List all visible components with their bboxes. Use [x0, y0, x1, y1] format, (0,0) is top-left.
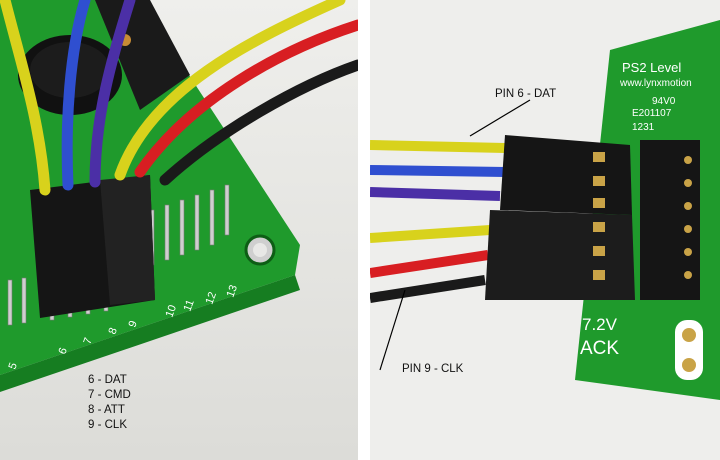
legend-line-9-clk: 9 - CLK	[88, 419, 127, 431]
pin-number-13: 13	[225, 283, 240, 299]
board-silkscreen: PS2 Level www.lynxmotion 94V0 E201107 12…	[580, 60, 692, 359]
right-photo: PS2 Level www.lynxmotion 94V0 E201107 12…	[370, 0, 720, 460]
pin-number-7: 7	[82, 336, 95, 346]
pin-number-8: 8	[107, 326, 120, 336]
board-code-94v0: 94V0	[652, 96, 676, 107]
pin-number-11: 11	[182, 298, 197, 313]
ack-pads	[675, 320, 703, 380]
board-label-ack: ACK	[580, 338, 619, 359]
pin-number-12: 12	[204, 290, 219, 306]
callout-pin9-label: PIN 9 - CLK	[402, 363, 464, 375]
wires	[0, 0, 358, 196]
legend-line-6-dat: 6 - DAT	[88, 374, 127, 386]
board-code-e201107: E201107	[632, 108, 672, 119]
wires	[370, 140, 506, 303]
connector-housing	[485, 135, 635, 300]
board-title: PS2 Level	[622, 60, 681, 75]
board-url: www.lynxmotion	[619, 78, 692, 89]
pin-number-10: 10	[164, 303, 179, 319]
board-label-voltage: 7.2V	[582, 315, 618, 334]
board-code-1231: 1231	[632, 122, 655, 133]
left-photo-scene: 5 6 7 8 9 10 11 12 13	[0, 0, 358, 460]
pin-number-6: 6	[57, 346, 70, 356]
legend-line-7-cmd: 7 - CMD	[88, 389, 131, 401]
board-header	[640, 140, 700, 300]
callout-line-top	[469, 99, 531, 137]
callout-line-bottom	[379, 289, 406, 371]
left-photo: 5 6 7 8 9 10 11 12 13 6 - DAT 7 - CMD 8 …	[0, 0, 358, 460]
legend-line-8-att: 8 - ATT	[88, 404, 125, 416]
pin-number-5: 5	[7, 361, 20, 371]
callout-pin6-label: PIN 6 - DAT	[495, 88, 557, 100]
right-photo-scene: PS2 Level www.lynxmotion 94V0 E201107 12…	[370, 0, 720, 460]
pin-number-9: 9	[127, 319, 140, 329]
board-pin-numbers: 5 6 7 8 9 10 11 12 13	[7, 283, 240, 371]
